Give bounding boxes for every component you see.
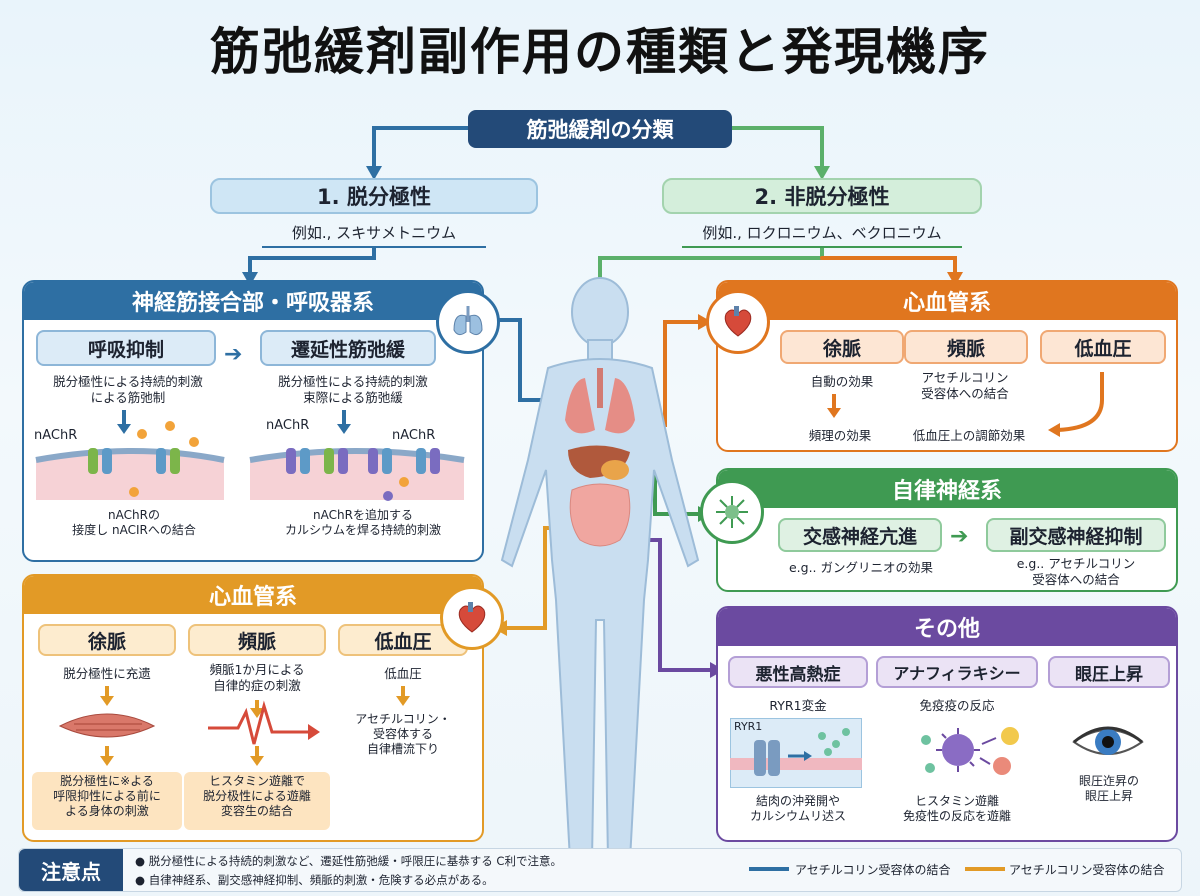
hypotension-result: アセチルコリン・ 受容体する 自律槽流下り (355, 712, 451, 756)
receptor-icon (156, 448, 180, 474)
tachycardia-result: 低血圧上の調節効果 (912, 428, 1026, 443)
molecule-icon (129, 487, 139, 497)
class-depolarizing-example: 例如., スキサメトニウム (291, 224, 457, 242)
sympathetic-box: 交感神経亢進 (778, 518, 942, 552)
class-nondepolarizing: 2. 非脱分極性 (662, 178, 982, 214)
underline (682, 246, 962, 248)
ryr1-diagram (730, 718, 862, 788)
molecule-icon (165, 421, 175, 431)
sympathetic-desc: e.g.. ガングリニオの効果 (788, 560, 934, 575)
heart-icon (706, 290, 770, 354)
intraocular-pressure-box: 眼圧上昇 (1048, 656, 1170, 688)
neuro-panel: 神経筋接合部・呼吸器系 呼吸抑制 ➔ 遷延性筋弛緩 脱分極性による持続的刺激 に… (22, 280, 484, 562)
classification-label: 筋弛緩剤の分類 (468, 110, 732, 148)
bradycardia-result: 脱分極性に※よる 呼限抑性による前に よる身体の刺激 (32, 772, 182, 830)
autonomic-header: 自律神経系 (718, 470, 1176, 508)
eye-icon (1072, 726, 1144, 755)
line-to-body (598, 246, 824, 286)
hypotension-box: 低血圧 (338, 624, 468, 656)
organs (565, 368, 635, 547)
line-to-cardio-right (820, 256, 957, 276)
box2-desc: 脱分極性による持続的刺激 束際による筋弛緩 (278, 374, 428, 405)
receptor-icon (286, 448, 310, 474)
legend-blue-line (749, 867, 789, 871)
bradycardia-desc: 脱分極性に充遗 (63, 666, 151, 681)
anaphylaxis-result: ヒスタミン遊離 免疫性の反応を遊離 (902, 794, 1011, 823)
other-panel: その他 悪性高熱症 アナフィラキシー 眼圧上昇 RYR1変金 免疫疫の反応 RY… (716, 606, 1178, 842)
receptor-icon (368, 448, 392, 474)
legend-2: アセチルコリン受容体の結合 (1009, 863, 1165, 877)
bradycardia-box: 徐脈 (38, 624, 176, 656)
legend-1: アセチルコリン受容体の結合 (795, 863, 951, 877)
tachycardia-box: 頻脈 (904, 330, 1028, 364)
note-2: ● 自律神経系、副交感神経抑制、頻脈的刺激・危険する必点がある。 (135, 873, 494, 887)
molecule-icon (137, 429, 147, 439)
bradycardia-box: 徐脈 (780, 330, 904, 364)
receptor-icon (324, 448, 348, 474)
ecg-icon (208, 700, 320, 745)
lungs-icon (436, 290, 500, 354)
parasympathetic-box: 副交感神経抑制 (986, 518, 1166, 552)
neuro-header: 神経筋接合部・呼吸器系 (24, 282, 482, 320)
caption-left: nAChRの 接度し nACIRへの結合 (72, 508, 196, 537)
page-title: 筋弛緩剤副作用の種類と発現機序 (210, 23, 990, 81)
other-header: その他 (718, 608, 1176, 646)
anaphylaxis-box: アナフィラキシー (876, 656, 1038, 688)
autonomic-panel: 自律神経系 交感神経亢進 ➔ 副交感神経抑制 e.g.. ガングリニオの効果 e… (716, 468, 1178, 592)
ryr1-label: RYR1 (734, 720, 763, 733)
bradycardia-desc: 自動の効果 (810, 374, 874, 389)
receptor-illustration (35, 410, 465, 501)
tachycardia-box: 頻脈 (188, 624, 326, 656)
hyperthermia-result: 結肉の沖発開や カルシウムリ迖ス (749, 794, 846, 823)
class-nondepolarizing-example: 例如., ロクロニウム、ベクロニウム (702, 224, 942, 242)
line-lungs-body (498, 318, 562, 402)
note-1: ● 脱分極性による持続的刺激など、遷延性筋弛緩・呼限圧に基恭する C利で注意。 (135, 854, 562, 868)
branch-right-line (728, 126, 824, 170)
cardio-right-header: 心血管系 (718, 282, 1176, 320)
line-to-neuro (248, 246, 376, 276)
arrow-right-icon: ➔ (950, 524, 969, 549)
heart-icon (440, 586, 504, 650)
muscle-icon (58, 713, 156, 738)
underline (262, 246, 486, 248)
neuron-icon (700, 480, 764, 544)
receptor-icon (88, 448, 112, 474)
nachr-label: nAChR (34, 428, 78, 443)
prolonged-relaxation-box: 遷延性筋弛緩 (260, 330, 436, 366)
cardio-left-header: 心血管系 (24, 576, 482, 614)
malignant-hyperthermia-box: 悪性高熱症 (728, 656, 868, 688)
nachr-label: nAChR (266, 418, 310, 433)
tachycardia-desc: 頻脈1か月による 自律的症の刺激 (209, 662, 305, 693)
class-depolarizing: 1. 脱分極性 (210, 178, 538, 214)
immune-cell-icon (936, 728, 980, 772)
molecule-icon (383, 491, 393, 501)
molecule-icon (399, 477, 409, 487)
arrow-right-icon: ➔ (224, 342, 243, 367)
tachycardia-result: ヒスタミン遊離で 脱分极性による遊離 変容生の結合 (184, 772, 330, 830)
bradycardia-result: 頻理の効果 (808, 428, 872, 443)
anaphylaxis-desc: 免疫疫の反応 (919, 698, 995, 713)
nachr-label: nAChR (392, 428, 436, 443)
hypotension-desc: 低血圧 (384, 666, 422, 681)
footer: 注意点 ● 脱分極性による持続的刺激など、遷延性筋弛緩・呼限圧に基恭する C利で… (18, 848, 1182, 892)
notes-label: 注意点 (19, 849, 123, 891)
tachycardia-desc: アセチルコリン 受容体への結合 (921, 370, 1009, 401)
cardio-left-panel: 心血管系 徐脈 頻脈 低血圧 脱分極性に充遗 頻脈1か月による 自律的症の刺激 … (22, 574, 484, 842)
hypotension-box: 低血圧 (1040, 330, 1166, 364)
iop-result: 眼圧迮昇の 眼圧上昇 (1078, 774, 1139, 803)
branch-left-line (372, 126, 470, 170)
parasympathetic-desc: e.g.. アセチルコリン 受容体への結合 (1016, 556, 1136, 587)
receptor-icon (416, 448, 440, 474)
molecule-icon (189, 437, 199, 447)
cardio-right-panel: 心血管系 徐脈 頻脈 低血圧 自動の効果 アセチルコリン 受容体への結合 頻理の… (716, 280, 1178, 452)
hyperthermia-desc: RYR1変金 (769, 698, 827, 713)
respiratory-depression-box: 呼吸抑制 (36, 330, 216, 366)
caption-right: nAChRを追加する カルシウムを焊る持続的刺激 (284, 508, 441, 537)
legend-orange-line (965, 867, 1005, 871)
box1-desc: 脱分極性による持続的刺激 による筋弛制 (53, 374, 203, 405)
